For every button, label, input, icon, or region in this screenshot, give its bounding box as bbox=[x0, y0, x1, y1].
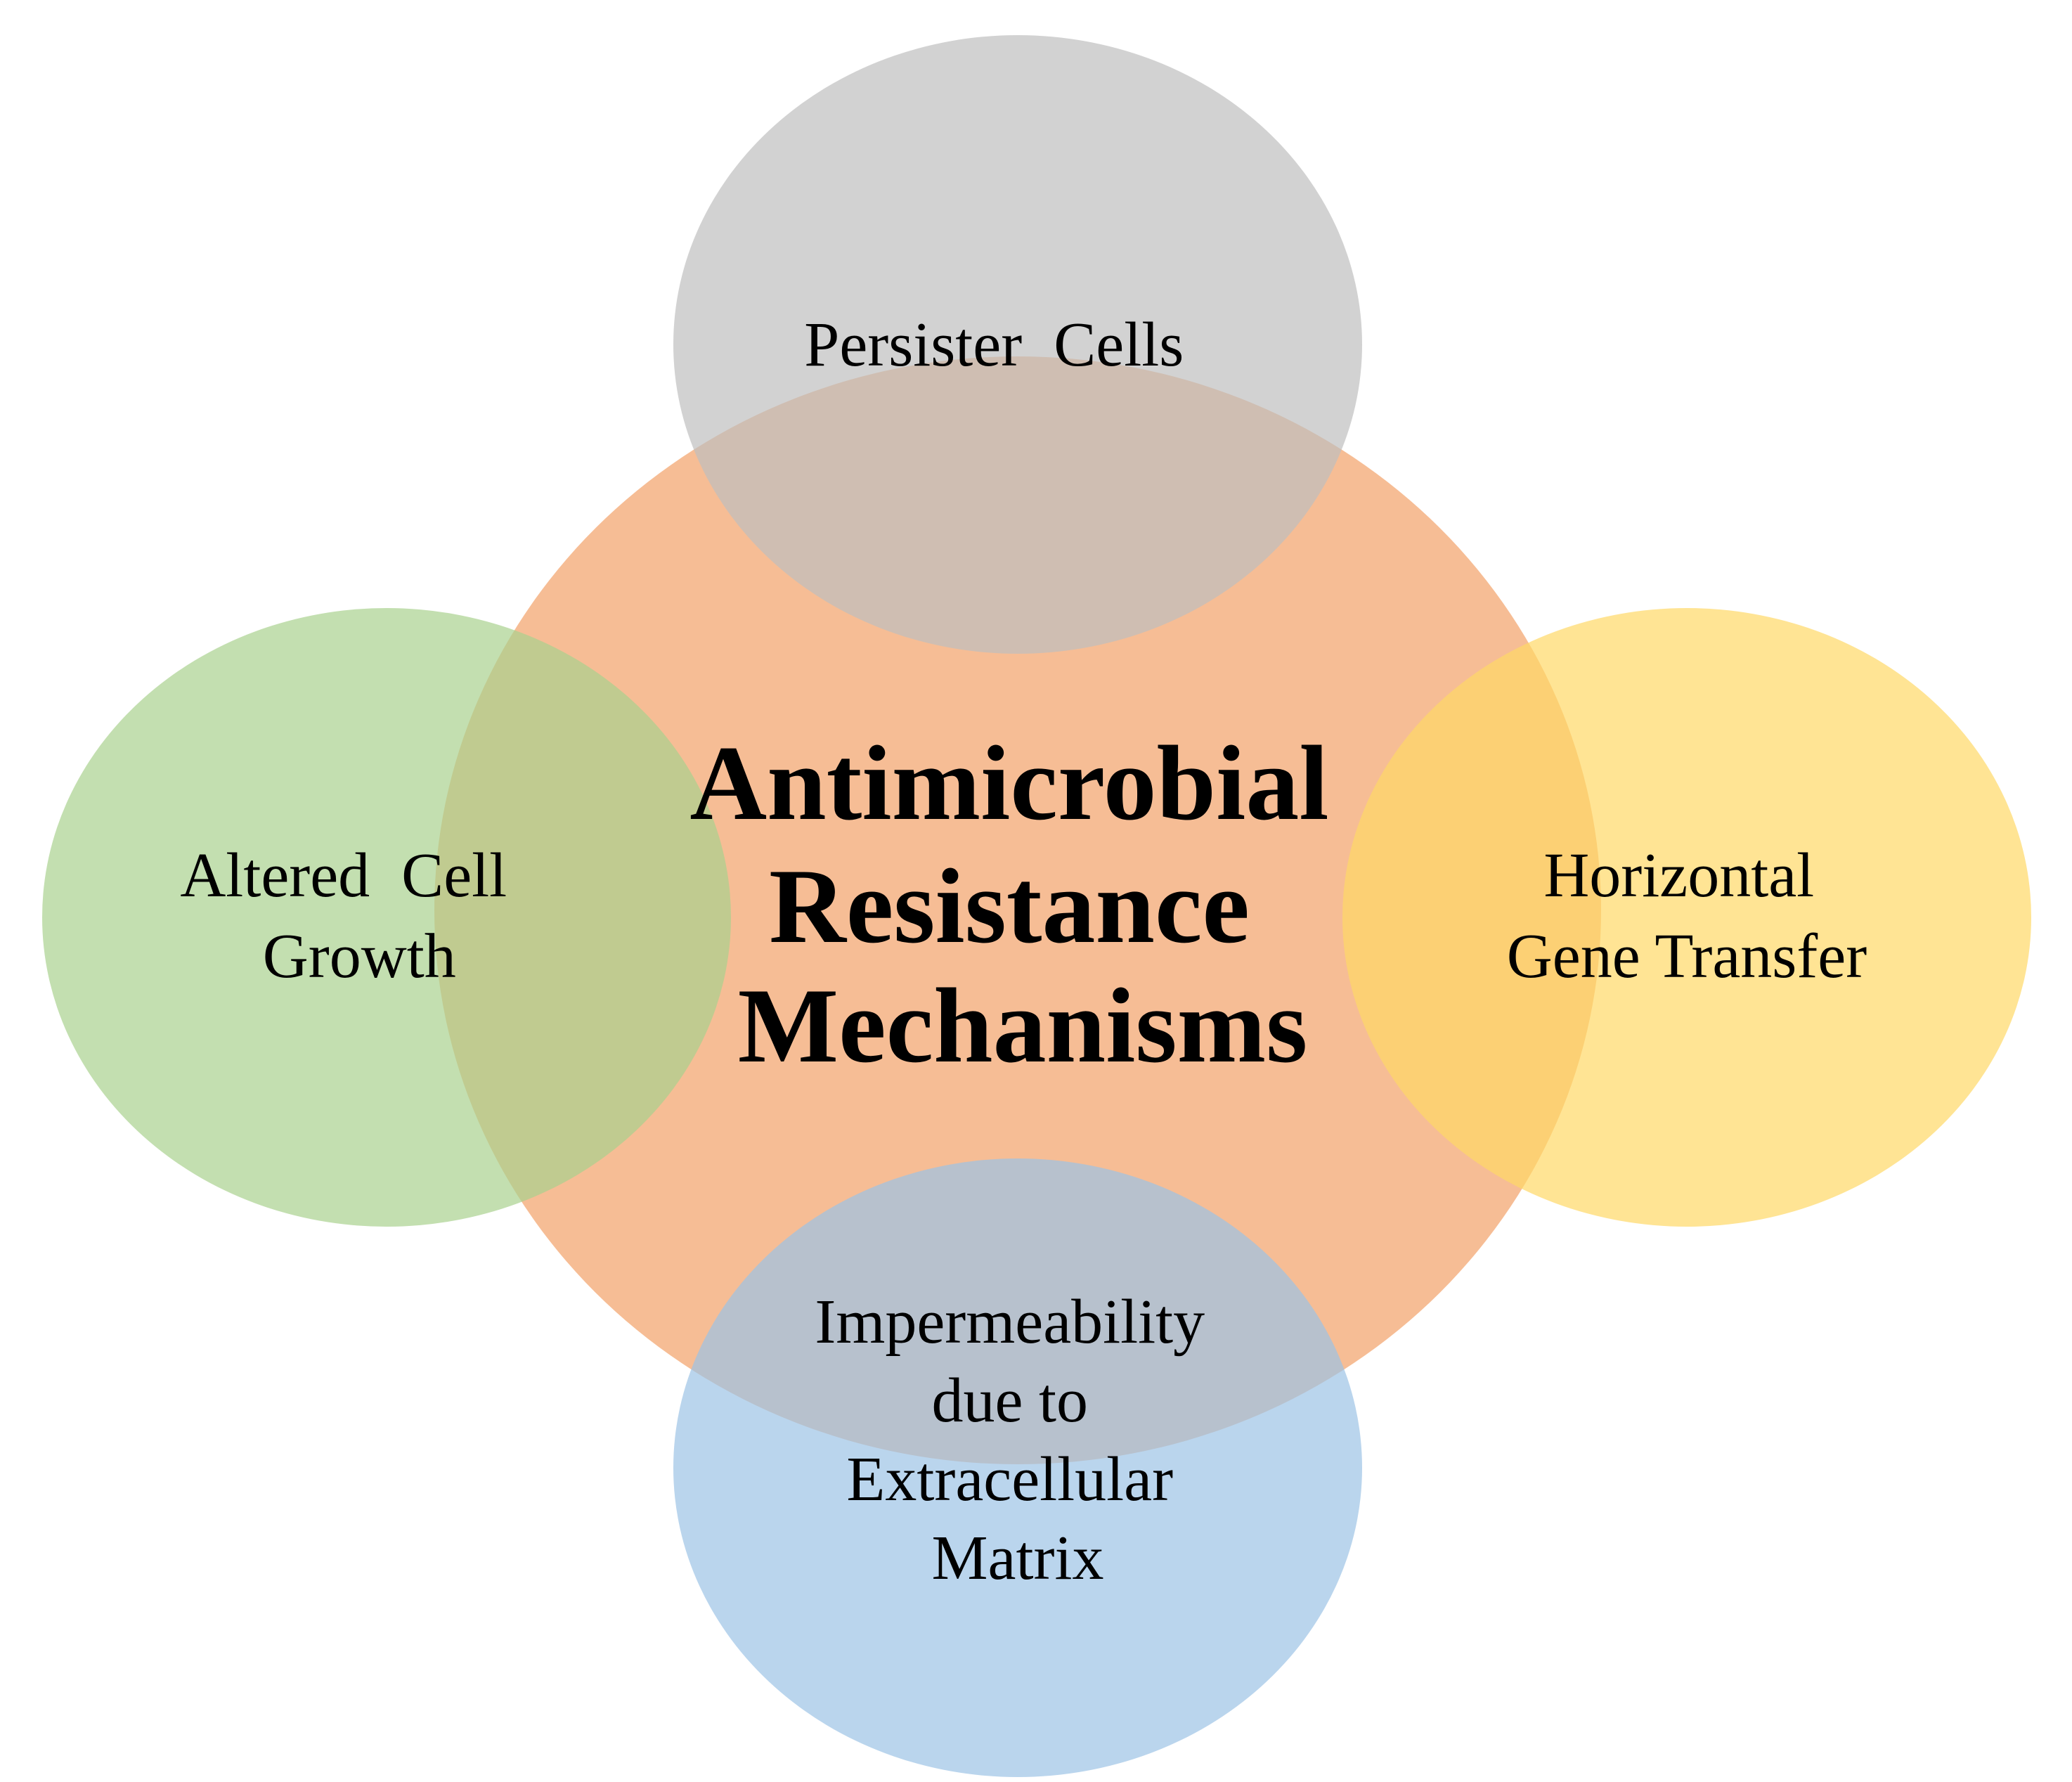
center-title-line: Mechanisms bbox=[738, 967, 1308, 1085]
label-line: Matrix bbox=[932, 1523, 1104, 1593]
altered-cell-growth-ellipse bbox=[42, 608, 731, 1227]
label-line: Impermeability bbox=[815, 1287, 1205, 1357]
label-line: Growth bbox=[263, 922, 456, 991]
label-line: Horizontal bbox=[1543, 841, 1814, 910]
center-title-line: Antimicrobial bbox=[689, 724, 1328, 842]
center-circle bbox=[434, 356, 1601, 1464]
label-line: Gene Transfer bbox=[1507, 922, 1867, 991]
label-line: Altered Cell bbox=[180, 841, 507, 910]
label-line: Extracellular bbox=[846, 1445, 1173, 1514]
horizontal-gene-transfer-label: Horizontal Gene Transfer bbox=[1507, 841, 1867, 991]
label-line: due to bbox=[932, 1366, 1088, 1435]
altered-cell-growth-label: Altered Cell Growth bbox=[0, 0, 586, 991]
center-title: Antimicrobial Resistance Mechanisms bbox=[689, 724, 1355, 1085]
center-title-line: Resistance bbox=[769, 847, 1250, 965]
impermeability-label: Impermeability due to Extracellular Matr… bbox=[815, 1287, 1220, 1593]
impermeability-ellipse bbox=[673, 1158, 1362, 1777]
label-line: Persister Cells bbox=[804, 310, 1184, 380]
horizontal-gene-transfer-ellipse bbox=[1342, 608, 2031, 1227]
persister-cells-ellipse bbox=[673, 35, 1362, 654]
persister-cells-label: Persister Cells bbox=[0, 0, 1231, 380]
